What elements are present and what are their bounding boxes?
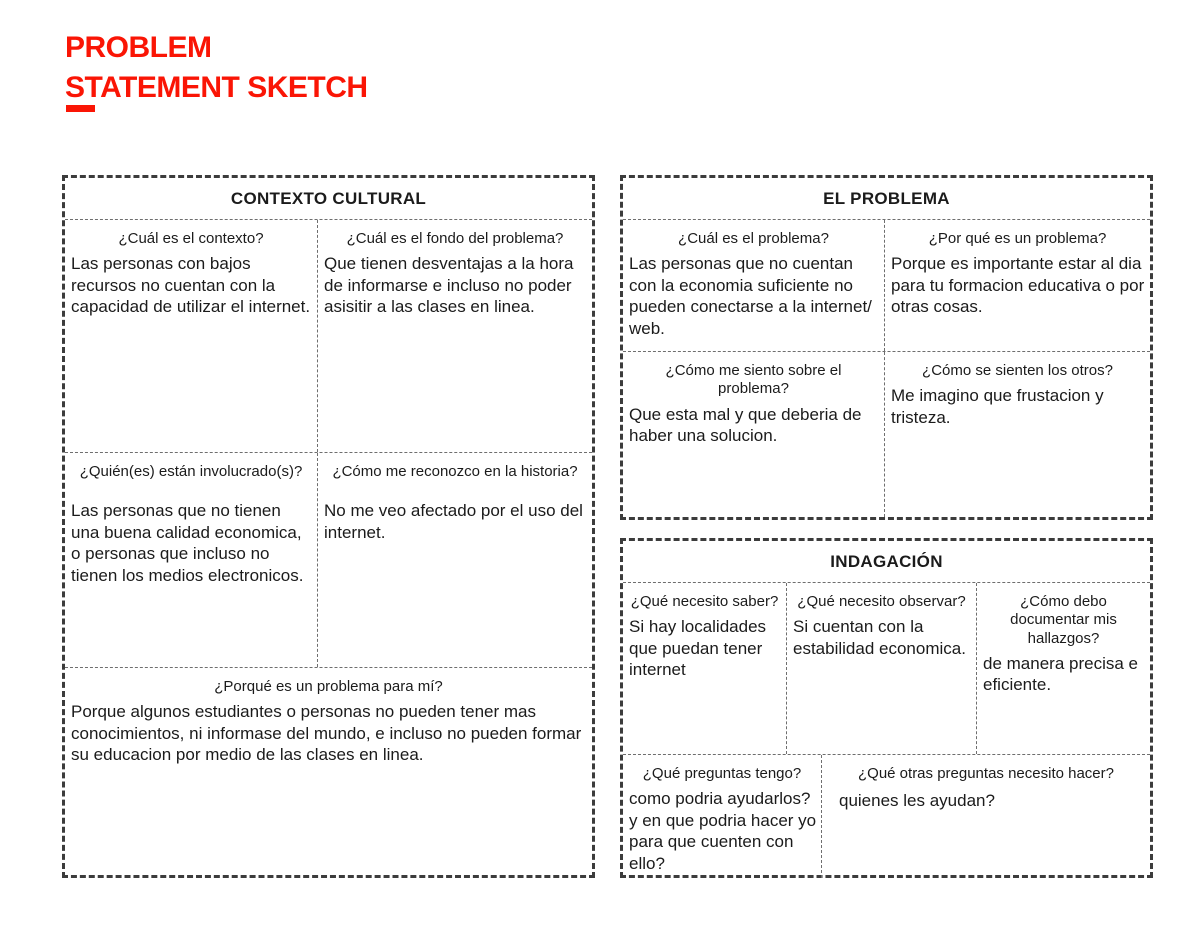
cell-preguntas-tengo: ¿Qué preguntas tengo? como podria ayudar…: [623, 755, 822, 878]
question-contexto: ¿Cuál es el contexto?: [118, 230, 264, 247]
answer-preguntas-tengo: como podria ayudarlos? y en que podria h…: [629, 789, 817, 873]
cell-reconozco-historia: ¿Cómo me reconozco en la historia? No me…: [318, 453, 592, 667]
answer-porque-problema: Porque es importante estar al dia para t…: [891, 254, 1145, 317]
answer-problema-para-mi: Porque algunos estudiantes o personas no…: [71, 702, 582, 765]
answer-necesito-saber: Si hay localidades que puedan tener inte…: [629, 617, 767, 680]
cell-cual-problema: ¿Cuál es el problema? Las personas que n…: [623, 220, 885, 351]
question-preguntas-tengo: ¿Qué preguntas tengo?: [642, 765, 802, 782]
title-underscore-accent: [66, 105, 95, 112]
cell-como-me-siento: ¿Cómo me siento sobre el problema? Que e…: [623, 352, 885, 517]
question-reconozco-historia: ¿Cómo me reconozco en la historia?: [332, 463, 578, 480]
answer-otras-preguntas: quienes les ayudan?: [839, 791, 995, 811]
cell-involucrados: ¿Quién(es) están involucrado(s)? Las per…: [65, 453, 318, 667]
cell-documentar-hallazgos: ¿Cómo debo documentar mis hallazgos? de …: [977, 583, 1150, 754]
question-otras-preguntas: ¿Qué otras preguntas necesito hacer?: [858, 765, 1114, 782]
question-como-sienten-otros: ¿Cómo se sienten los otros?: [922, 362, 1113, 379]
answer-como-sienten-otros: Me imagino que frustacion y tristeza.: [891, 386, 1104, 427]
contexto-row-1: ¿Cuál es el contexto? Las personas con b…: [65, 220, 592, 453]
question-fondo-problema: ¿Cuál es el fondo del problema?: [346, 230, 564, 247]
answer-contexto: Las personas con bajos recursos no cuent…: [71, 254, 311, 317]
problema-row-1: ¿Cuál es el problema? Las personas que n…: [623, 220, 1150, 352]
cell-contexto: ¿Cuál es el contexto? Las personas con b…: [65, 220, 318, 452]
section-header-contexto-cultural: CONTEXTO CULTURAL: [65, 178, 592, 220]
cell-necesito-saber: ¿Qué necesito saber? Si hay localidades …: [623, 583, 787, 754]
question-documentar-hallazgos: ¿Cómo debo documentar mis hallazgos?: [1010, 593, 1117, 647]
contexto-row-3: ¿Porqué es un problema para mí? Porque a…: [65, 668, 592, 875]
answer-fondo-problema: Que tienen desventajas a la hora de info…: [324, 254, 574, 317]
question-como-me-siento: ¿Cómo me siento sobre el problema?: [665, 362, 842, 398]
answer-involucrados: Las personas que no tienen una buena cal…: [71, 501, 304, 585]
question-cual-problema: ¿Cuál es el problema?: [678, 230, 829, 247]
section-contexto-cultural: CONTEXTO CULTURAL ¿Cuál es el contexto? …: [62, 175, 595, 878]
answer-documentar-hallazgos: de manera precisa e eficiente.: [983, 653, 1138, 695]
cell-como-sienten-otros: ¿Cómo se sienten los otros? Me imagino q…: [885, 352, 1150, 517]
cell-porque-problema: ¿Por qué es un problema? Porque es impor…: [885, 220, 1150, 351]
answer-necesito-observar: Si cuentan con la estabilidad economica.: [793, 617, 966, 658]
indagacion-row-2: ¿Qué preguntas tengo? como podria ayudar…: [623, 755, 1150, 878]
question-necesito-saber: ¿Qué necesito saber?: [630, 593, 779, 610]
question-involucrados: ¿Quién(es) están involucrado(s)?: [79, 463, 303, 480]
answer-cual-problema: Las personas que no cuentan con la econo…: [629, 254, 872, 338]
answer-reconozco-historia: No me veo afectado por el uso del intern…: [324, 501, 583, 542]
contexto-row-2: ¿Quién(es) están involucrado(s)? Las per…: [65, 453, 592, 668]
section-header-indagacion: INDAGACIÓN: [623, 541, 1150, 583]
section-indagacion: INDAGACIÓN ¿Qué necesito saber? Si hay l…: [620, 538, 1153, 878]
section-el-problema: EL PROBLEMA ¿Cuál es el problema? Las pe…: [620, 175, 1153, 520]
question-problema-para-mi: ¿Porqué es un problema para mí?: [214, 678, 443, 695]
question-porque-problema: ¿Por qué es un problema?: [928, 230, 1107, 247]
section-header-el-problema: EL PROBLEMA: [623, 178, 1150, 220]
cell-problema-para-mi: ¿Porqué es un problema para mí? Porque a…: [65, 668, 592, 875]
question-necesito-observar: ¿Qué necesito observar?: [797, 593, 966, 610]
page-title: PROBLEM STATEMENT SKETCH: [65, 31, 368, 104]
cell-otras-preguntas: ¿Qué otras preguntas necesito hacer? qui…: [822, 755, 1150, 878]
indagacion-row-1: ¿Qué necesito saber? Si hay localidades …: [623, 583, 1150, 755]
answer-como-me-siento: Que esta mal y que deberia de haber una …: [629, 404, 862, 445]
cell-fondo-problema: ¿Cuál es el fondo del problema? Que tien…: [318, 220, 592, 452]
problema-row-2: ¿Cómo me siento sobre el problema? Que e…: [623, 352, 1150, 517]
cell-necesito-observar: ¿Qué necesito observar? Si cuentan con l…: [787, 583, 977, 754]
